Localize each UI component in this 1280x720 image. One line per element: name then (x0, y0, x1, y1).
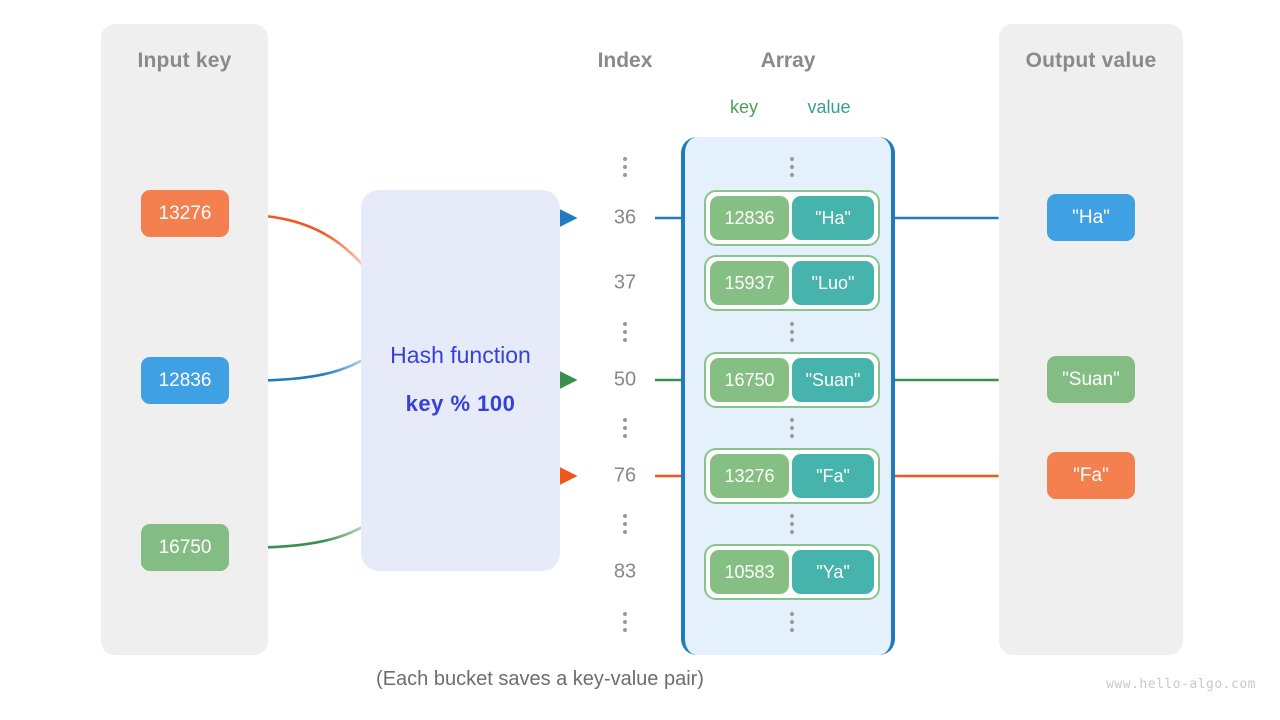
output-value-pill-Ha[interactable]: "Ha" (1047, 194, 1135, 241)
bucket-value-cell: "Luo" (792, 261, 874, 305)
bucket-key-cell: 16750 (710, 358, 789, 402)
index-label-83: 83 (613, 560, 637, 583)
index-ellipsis (595, 157, 655, 177)
index-ellipsis (595, 612, 655, 632)
output-value-panel-title: Output value (1025, 49, 1157, 72)
output-value-pill-Suan[interactable]: "Suan" (1047, 356, 1135, 403)
index-ellipsis (595, 418, 655, 438)
diagram-caption-text: (Each bucket saves a key-value pair) (376, 668, 704, 690)
index-label-50: 50 (613, 368, 637, 391)
output-value-label: "Ha" (1072, 206, 1110, 228)
index-label-36: 36 (613, 206, 637, 229)
array-ellipsis (685, 322, 899, 342)
index-ellipsis (595, 514, 655, 534)
array-bucket-36[interactable]: 12836 "Ha" (704, 190, 880, 246)
site-watermark: www.hello-algo.com (1106, 677, 1256, 692)
bucket-value-cell: "Suan" (792, 358, 874, 402)
input-key-label: 16750 (158, 536, 212, 558)
array-bucket-83[interactable]: 10583 "Ya" (704, 544, 880, 600)
diagram-caption: (Each bucket saves a key-value pair) (0, 668, 1280, 691)
output-value-pill-Fa[interactable]: "Fa" (1047, 452, 1135, 499)
array-ellipsis (685, 418, 899, 438)
index-label-37: 37 (613, 271, 637, 294)
key-column-header: key (729, 97, 758, 117)
bucket-key-cell: 10583 (710, 550, 789, 594)
array-bucket-50[interactable]: 16750 "Suan" (704, 352, 880, 408)
input-key-label: 12836 (158, 369, 212, 391)
array-column-header: Array (760, 49, 816, 72)
output-value-panel (999, 24, 1183, 655)
input-key-pill-1[interactable]: 12836 (141, 357, 229, 404)
bucket-value-cell: "Fa" (792, 454, 874, 498)
value-column-header: value (807, 97, 851, 117)
input-key-label: 13276 (158, 202, 212, 224)
array-ellipsis (685, 612, 899, 632)
index-ellipsis (595, 322, 655, 342)
output-value-label: "Fa" (1073, 464, 1109, 486)
hash-function-box (361, 190, 560, 571)
index-column-header: Index (597, 49, 653, 72)
bucket-key-cell: 15937 (710, 261, 789, 305)
bucket-value-cell: "Ha" (792, 196, 874, 240)
bucket-value-cell: "Ya" (792, 550, 874, 594)
array-bucket-37[interactable]: 15937 "Luo" (704, 255, 880, 311)
input-key-panel-title: Input key (137, 49, 232, 72)
array-ellipsis (685, 157, 899, 177)
bucket-key-cell: 13276 (710, 454, 789, 498)
array-ellipsis (685, 514, 899, 534)
input-key-pill-2[interactable]: 16750 (141, 524, 229, 571)
output-value-label: "Suan" (1062, 368, 1120, 390)
array-bucket-76[interactable]: 13276 "Fa" (704, 448, 880, 504)
index-label-76: 76 (613, 464, 637, 487)
array-container: 12836 "Ha" 15937 "Luo" 16750 "Suan" 1327… (681, 137, 895, 655)
input-key-pill-0[interactable]: 13276 (141, 190, 229, 237)
bucket-key-cell: 12836 (710, 196, 789, 240)
